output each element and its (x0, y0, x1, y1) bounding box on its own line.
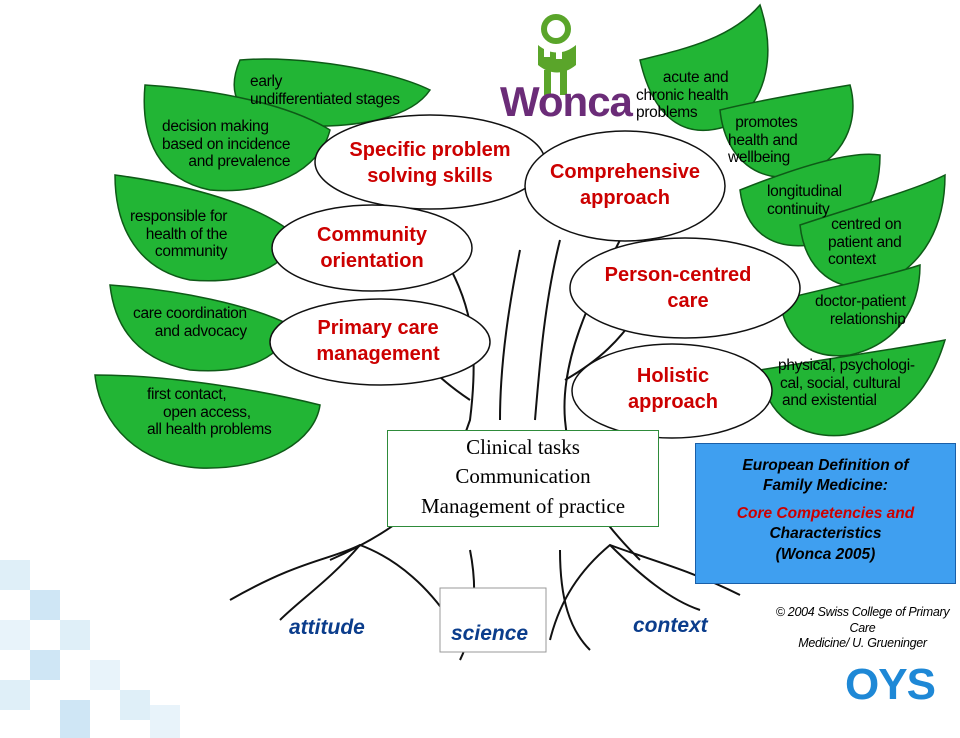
leaf-label-first-contact: first contact,open access,all health pro… (147, 386, 272, 438)
ellipse-shape (271, 204, 473, 292)
leaf-shape (639, 3, 769, 132)
ellipse-shape (524, 130, 726, 242)
leaf-shape (143, 84, 331, 192)
root-boxes (439, 587, 547, 653)
ellipse-shape (569, 237, 801, 339)
right-leaves (639, 3, 947, 437)
leaf-label-physical: physical, psychologi-cal, social, cultur… (778, 357, 915, 409)
competency-ellipses (269, 114, 801, 439)
leaf-shape (759, 339, 947, 437)
oys-brand-logo: OYS (845, 660, 936, 709)
copyright-note: © 2004 Swiss College of Primary Care Med… (775, 605, 950, 651)
leaf-shape (109, 284, 291, 372)
wonca-stick-figure-icon (538, 14, 576, 95)
root-label-context: context (633, 614, 708, 637)
leaf-shape (779, 263, 921, 357)
leaf-shape (719, 84, 854, 178)
wonca-logo-text: Wonca (500, 78, 633, 125)
root-label-science: science (451, 622, 529, 645)
ellipse-shape (269, 298, 491, 386)
definition-box: European Definition of Family Medicine: … (695, 443, 956, 584)
ellipse-shape (571, 343, 773, 439)
leaf-shape (799, 173, 946, 288)
leaf-shape (114, 174, 296, 282)
left-leaves (94, 58, 432, 469)
clinical-tasks-box: Clinical tasks Communication Management … (387, 430, 659, 527)
root-label-attitude: attitude (289, 616, 365, 639)
root-box-science (439, 587, 547, 653)
leaf-shape (94, 374, 321, 469)
decorative-squares (0, 560, 180, 738)
